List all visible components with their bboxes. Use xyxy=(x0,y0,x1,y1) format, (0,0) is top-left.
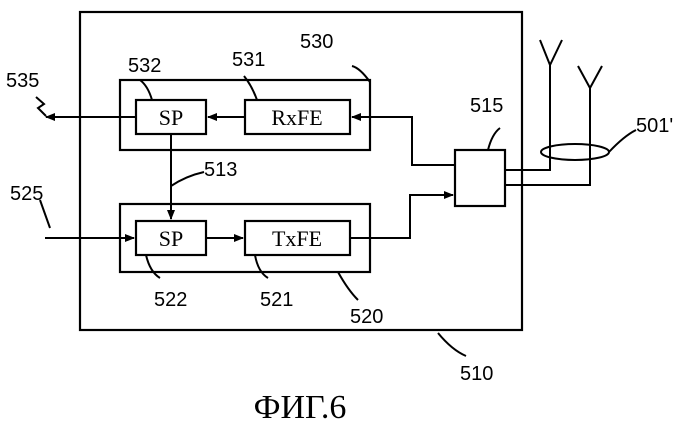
ref-531: 531 xyxy=(232,49,265,71)
figure-caption: ФИГ.6 xyxy=(254,389,347,426)
ref-501: 501' xyxy=(636,115,673,137)
leader-535 xyxy=(36,97,46,116)
ref-520: 520 xyxy=(350,306,383,328)
ref-532: 532 xyxy=(128,55,161,77)
antenna-icon xyxy=(540,40,562,65)
ref-521: 521 xyxy=(260,289,293,311)
antenna-group-ellipse xyxy=(541,144,609,160)
leader-501 xyxy=(609,130,636,152)
txfe-label: TxFE xyxy=(272,226,322,251)
sp-rx-label: SP xyxy=(159,105,183,130)
ref-525: 525 xyxy=(10,183,43,205)
duplexer-box-515 xyxy=(455,150,505,206)
antenna-icon xyxy=(578,66,602,88)
sp-tx-label: SP xyxy=(159,226,183,251)
ref-515: 515 xyxy=(470,95,503,117)
ref-513: 513 xyxy=(204,159,237,181)
leader-510 xyxy=(438,333,466,356)
ref-535: 535 xyxy=(6,70,39,92)
rxfe-label: RxFE xyxy=(271,105,322,130)
ref-530: 530 xyxy=(300,31,333,53)
ref-522: 522 xyxy=(154,289,187,311)
ref-510: 510 xyxy=(460,363,493,385)
